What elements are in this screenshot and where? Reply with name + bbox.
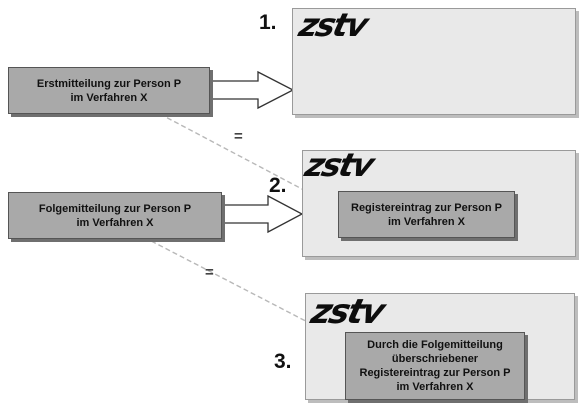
source-box-2-line1: Folgemitteilung zur Person P [38,202,192,215]
source-box-2-line2: im Verfahren X [76,216,154,229]
step-number-3: 3. [274,350,292,373]
zstv-logo-3: zstv [307,292,388,332]
register-box-3-overwritten: Durch die Folgemitteilung überschriebene… [345,332,525,400]
source-box-1-line2: im Verfahren X [70,91,148,104]
dashed-connector-1 [159,113,339,209]
source-box-erstmitteilung: Erstmitteilung zur Person P im Verfahren… [8,67,210,114]
register-box-2: Registereintrag zur Person P im Verfahre… [338,191,515,238]
register-box-3-line2: überschriebener [391,353,479,365]
register-box-3-line1: Durch die Folgemitteilung [367,339,503,351]
source-box-1-line1: Erstmitteilung zur Person P [36,77,182,90]
register-box-3-line3: Registereintrag zur Person P [359,367,511,379]
arrow-right-2 [221,194,304,234]
register-box-2-line2: im Verfahren X [387,215,466,228]
step-number-2: 2. [269,174,287,197]
zstv-logo-2: zstv [301,146,377,184]
arrow-right-1 [207,70,295,110]
source-box-folgemitteilung: Folgemitteilung zur Person P im Verfahre… [8,192,222,239]
step-number-1: 1. [259,11,277,34]
equals-sign-2: = [205,264,214,281]
register-box-2-line1: Registereintrag zur Person P [351,201,502,214]
dashed-connector-2 [129,229,351,345]
zstv-panel-1 [292,8,576,115]
register-box-3-line4: im Verfahren X [396,381,474,393]
zstv-logo-1: zstv [295,6,371,44]
equals-sign-1: = [234,128,243,145]
